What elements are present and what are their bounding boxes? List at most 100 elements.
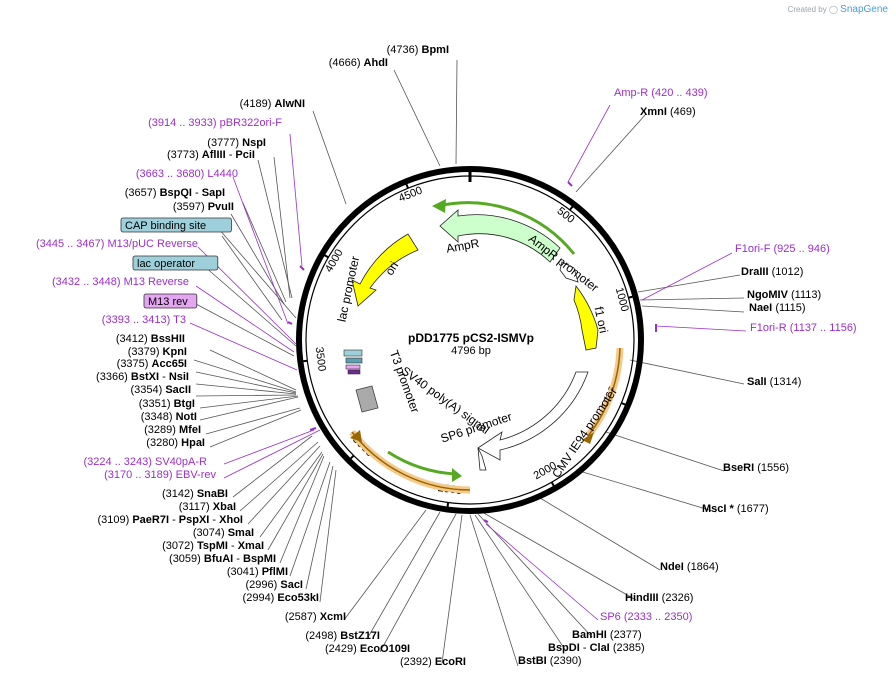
label-pos: (1012) [772, 266, 804, 278]
site-label: BseRI (1556) [723, 462, 789, 474]
label-name: T3 [173, 314, 186, 326]
feature-sv40-inner-arrow [387, 450, 462, 482]
feature-sv40-band [349, 429, 471, 494]
label-pos: (3224 .. 3243) [83, 456, 152, 468]
ruler-tick [550, 481, 557, 490]
feature-lac-boxes [343, 349, 363, 375]
feature-ampr [439, 209, 561, 263]
label-extra2: XhoI [219, 514, 243, 526]
label-pos: (3170 .. 3189) [104, 469, 173, 481]
site-label: (2994) Eco53kI [243, 592, 319, 604]
label-separator: - [580, 642, 590, 654]
primer-label: (3393 .. 3413) T3 [102, 314, 186, 326]
ruler-label: 500 [555, 205, 577, 226]
label-pos: (3777) [207, 137, 239, 149]
label-pos: (3117) [179, 501, 210, 513]
label-pos: (2392) [400, 656, 432, 668]
label-pos: (3657) [125, 187, 157, 199]
label-name: BstZ17I [340, 630, 380, 642]
site-label: (3142) SnaBI [162, 488, 228, 500]
label-pos: (3366) [96, 371, 128, 383]
site-label: (3657) BspQI - SapI [125, 187, 225, 199]
label-name: XmnI [640, 106, 667, 118]
site-label: NgoMIV (1113) [747, 289, 821, 301]
primer-label: (3170 .. 3189) EBV-rev [104, 469, 216, 481]
label-pos: (3348) [141, 411, 173, 423]
label-pos: (3375) [117, 358, 149, 370]
label-pos: (469) [670, 106, 696, 118]
site-label: (4666) AhdI [329, 57, 388, 69]
label-pos: (3041) [227, 566, 259, 578]
ruler-tick [320, 252, 329, 259]
label-pos: (420 .. 439) [651, 87, 707, 99]
label-pos: (3773) [167, 149, 199, 161]
label-name: F1ori-F [735, 243, 771, 255]
label-name: DraIII [741, 266, 769, 278]
label-separator: - [228, 540, 238, 552]
primer-label: (3224 .. 3243) SV40pA-R [83, 456, 207, 468]
site-label: (3109) PaeR7I - PspXI - XhoI [97, 514, 243, 526]
ruler-label: 3500 [313, 346, 328, 372]
label-pos: (1556) [757, 462, 789, 474]
feature-lac-promoter-block [355, 385, 379, 413]
label-pos: (2377) [610, 629, 642, 641]
site-label: (4736) BpmI [387, 44, 449, 56]
feature-sp6 [477, 447, 487, 471]
site-label: (3351) BtgI [139, 398, 195, 410]
ruler-tick [569, 202, 576, 211]
site-label: (3280) HpaI [146, 437, 205, 449]
site-label: (3074) SmaI [193, 527, 254, 539]
label-name: L4440 [207, 168, 238, 180]
site-label: (4189) AlwNI [240, 98, 305, 110]
label-name: BamHI [572, 629, 607, 641]
label-pos: (3351) [139, 398, 171, 410]
label-name: KpnI [163, 346, 187, 358]
label-pos: (4736) [387, 44, 419, 56]
site-label: MscI * (1677) [702, 503, 769, 515]
feature-box-label: CAP binding site [125, 220, 206, 232]
label-name: SmaI [228, 527, 254, 539]
feature-box [143, 293, 198, 309]
label-name: MscI * [702, 503, 735, 515]
primer-label: F1ori-F (925 .. 946) [735, 243, 830, 255]
primer-leader-lines [189, 104, 747, 621]
label-name: EcoO109I [360, 643, 410, 655]
site-label: NdeI (1864) [660, 561, 719, 573]
label-name: SalI [747, 376, 767, 388]
label-pos: (2385) [613, 642, 645, 654]
ruler-tick [621, 402, 630, 408]
label-name: BspDI [548, 642, 580, 654]
site-label: (3354) SacII [130, 384, 191, 396]
label-pos: (2587) [285, 611, 317, 623]
credit-brand: SnapGene [840, 4, 888, 15]
label-pos: (3074) [193, 527, 225, 539]
label-pos: (2390) [550, 655, 582, 667]
label-name: BstBI [518, 655, 547, 667]
feature-cmv-band [582, 347, 624, 444]
site-label: (3059) BfuAI - BspMI [169, 553, 276, 565]
feature-ampr-band [432, 199, 576, 255]
primer-label: SP6 (2333 .. 2350) [600, 611, 692, 623]
label-name: Eco53kI [277, 592, 319, 604]
label-pos: (2498) [305, 630, 337, 642]
label-name: EBV-rev [176, 469, 217, 481]
feature-label-ampr: AmpR [445, 236, 481, 256]
ruler-label: 1000 [613, 286, 631, 313]
label-extra: SapI [202, 187, 225, 199]
label-name: HindIII [625, 592, 659, 604]
label-pos: (3914 .. 3933) [148, 117, 217, 129]
label-name: F1ori-R [750, 322, 787, 334]
label-pos: (2996) [246, 579, 278, 591]
ruler-tick [299, 359, 308, 363]
label-name: AlwNI [274, 98, 305, 110]
label-pos: (3142) [162, 488, 194, 500]
label-pos: (3445 .. 3467) [36, 238, 105, 250]
ruler-label: 4500 [397, 184, 424, 204]
plasmid-name: pDD1775 pCS2-ISMVp [408, 331, 534, 345]
site-label: (3117) XbaI [179, 501, 236, 513]
label-name: BfuAI [204, 553, 233, 565]
label-name: Acc65I [152, 358, 187, 370]
label-name: BstXI [131, 371, 159, 383]
primer-marks [287, 181, 657, 523]
